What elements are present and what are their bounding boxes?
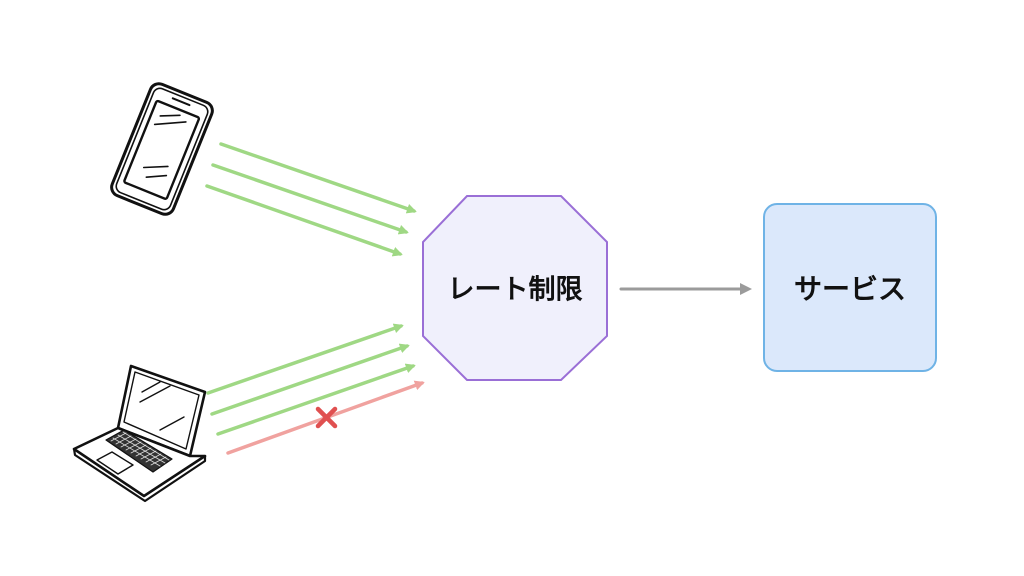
allowed-request-arrow xyxy=(205,184,403,257)
allowed-request-arrow xyxy=(219,142,417,214)
service-box xyxy=(763,203,937,372)
allowed-request-arrow xyxy=(210,343,410,416)
service-label: サービス xyxy=(794,273,906,306)
allowed-request-arrow xyxy=(206,323,404,395)
smartphone-icon xyxy=(110,82,214,216)
rate-limiter-label: レート制限 xyxy=(448,275,583,306)
rate-limiter-node: レート制限 xyxy=(422,195,608,381)
rate-limiter-octagon xyxy=(422,195,608,381)
laptop-icon xyxy=(72,364,207,503)
allowed-request-arrow xyxy=(216,363,416,436)
service-node: サービス xyxy=(763,203,937,372)
allowed-request-arrow xyxy=(211,163,409,235)
laptop-request-arrows xyxy=(206,323,425,455)
smartphone-request-arrows xyxy=(205,142,417,257)
blocked-x-icon xyxy=(315,406,338,429)
